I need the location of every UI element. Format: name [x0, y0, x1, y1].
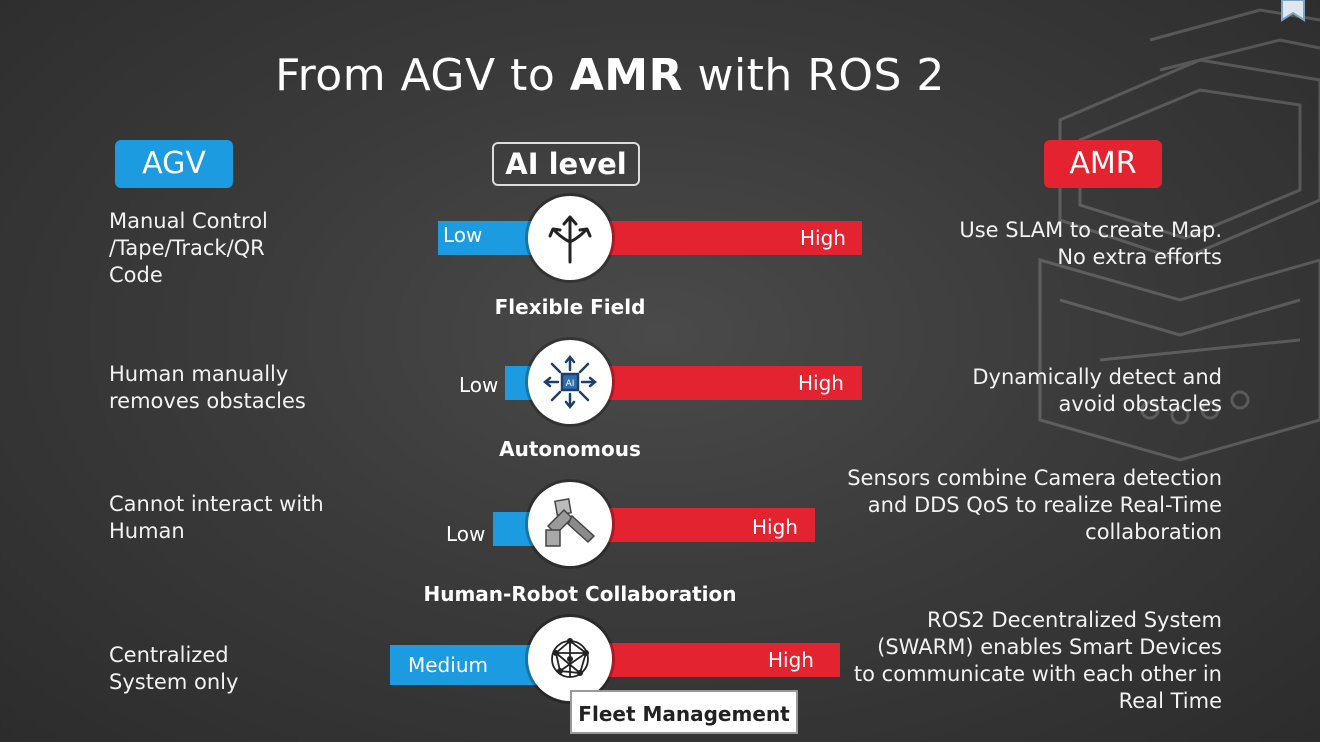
ai-level-header: AI level — [492, 142, 640, 186]
low-label: Low — [443, 223, 483, 247]
high-label: High — [800, 226, 846, 250]
ai-chip-arrows-icon: AI — [542, 354, 598, 410]
amr-text-flexible-field: Use SLAM to create Map.No extra efforts — [959, 218, 1222, 269]
low-label: Low — [459, 373, 499, 397]
svg-text:AI: AI — [566, 379, 575, 389]
caption-flexible-field: Flexible Field — [494, 295, 646, 319]
collaboration-icon-circle — [528, 482, 612, 566]
autonomous-icon-circle: AI — [528, 340, 612, 424]
slide-title: From AGV to AMR with ROS 2 — [275, 50, 945, 101]
caption-collaboration: Human-Robot Collaboration — [423, 582, 737, 606]
caption-autonomous: Autonomous — [499, 437, 641, 461]
branching-arrows-icon — [548, 215, 592, 264]
amr-text-fleet: ROS2 Decentralized System(SWARM) enables… — [853, 608, 1222, 713]
robot-arm-icon — [545, 498, 596, 547]
amr-header-badge: AMR — [1044, 140, 1162, 188]
bookmark-icon[interactable] — [1278, 0, 1308, 22]
medium-label: Medium — [408, 653, 488, 677]
high-level-bar — [590, 221, 862, 255]
high-level-bar — [590, 366, 862, 400]
high-level-bar — [590, 643, 840, 677]
fleet-icon-circle — [528, 617, 612, 701]
robot-outline-illustration — [1038, 8, 1320, 462]
caption-fleet-management: Fleet Management — [570, 690, 798, 734]
network-globe-icon — [551, 638, 589, 678]
medium-level-bar — [390, 645, 550, 685]
agv-header-badge: AGV — [115, 140, 233, 188]
high-level-bar — [590, 508, 815, 542]
high-label: High — [798, 371, 844, 395]
high-label: High — [768, 648, 814, 672]
low-label: Low — [446, 522, 486, 546]
high-label: High — [752, 515, 798, 539]
flexible-field-icon-circle — [528, 196, 612, 280]
